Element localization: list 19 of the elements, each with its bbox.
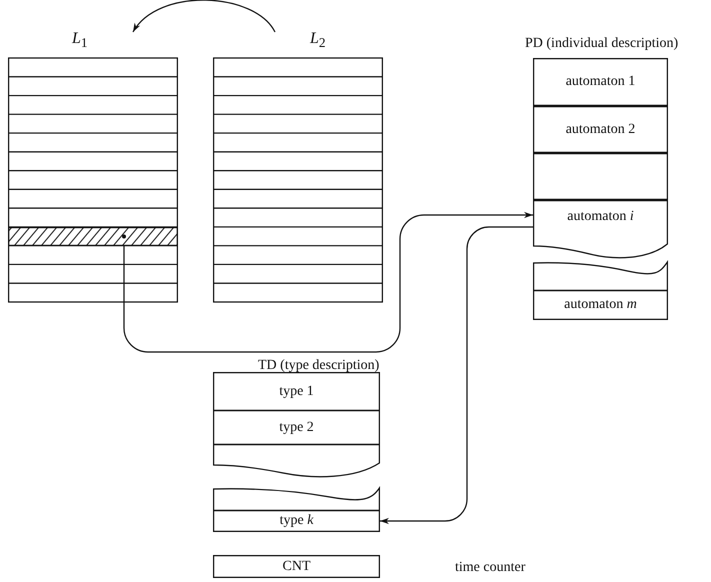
memory-cell: automaton 1 [533, 58, 668, 106]
arrow [123, 212, 533, 353]
block-heading: PD (individual description) [525, 36, 678, 52]
note-text: time counter [455, 560, 526, 576]
memory-cell: type 2 [213, 410, 380, 445]
arrow [380, 226, 533, 524]
memory-cell [213, 487, 380, 511]
hatched-row [8, 227, 178, 246]
memory-cell: automaton 2 [533, 106, 668, 153]
block-heading: TD (type description) [258, 358, 380, 374]
arrow [132, 0, 276, 32]
memory-cell [533, 261, 668, 291]
memory-cell: type 1 [213, 372, 380, 411]
memory-cell: type k [213, 510, 380, 532]
block-heading: L$_{1}$ [72, 30, 88, 52]
memory-cell: automaton m [533, 290, 668, 320]
memory-cell [533, 153, 668, 200]
counter-box: CNT [213, 555, 380, 578]
block-heading: L$_{2}$ [310, 30, 326, 52]
